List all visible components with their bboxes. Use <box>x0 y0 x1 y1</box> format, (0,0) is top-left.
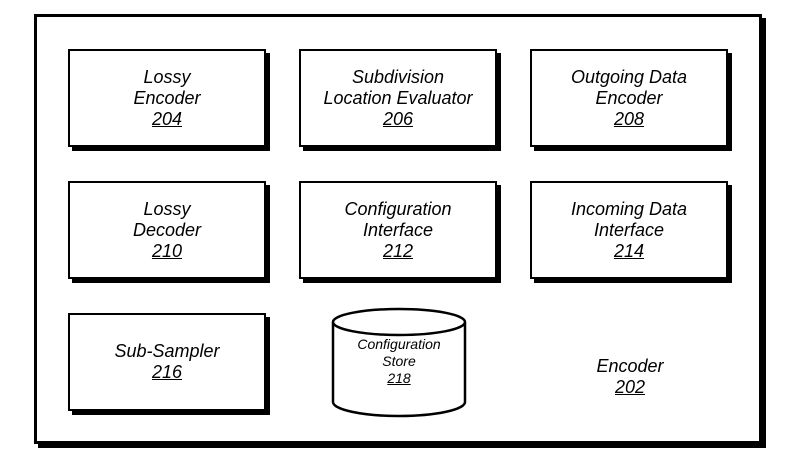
block-label-line2: Location Evaluator <box>323 87 473 108</box>
block-label-line1: Sub-Sampler <box>114 341 220 361</box>
encoder-label: Encoder 202 <box>560 356 700 398</box>
configuration-store-cylinder: Configuration Store 218 <box>330 306 468 420</box>
block-ref-number: 204 <box>151 108 183 129</box>
block-label-line2: Encoder <box>595 87 663 108</box>
block-label-line1: Incoming Data <box>570 198 688 219</box>
block-ref-number: 212 <box>382 240 414 261</box>
configuration-store-label: Configuration Store 218 <box>330 336 468 387</box>
block-ref-number: 206 <box>382 108 414 129</box>
encoder-ref-number: 202 <box>614 377 646 397</box>
block-label-line1: Outgoing Data <box>570 66 688 87</box>
outgoing-data-encoder-block: Outgoing Data Encoder 208 <box>530 49 728 147</box>
store-label-line1: Configuration <box>357 336 441 352</box>
block-label-line2: Encoder <box>133 87 201 108</box>
block-ref-number: 214 <box>613 240 645 261</box>
sub-sampler-block: Sub-Sampler 216 <box>68 313 266 411</box>
incoming-data-interface-block: Incoming Data Interface 214 <box>530 181 728 279</box>
block-label-line1: Lossy <box>143 66 191 87</box>
block-label-line1: Subdivision <box>351 66 445 87</box>
block-label-line2: Interface <box>362 219 434 240</box>
block-label-line1: Lossy <box>143 198 191 219</box>
block-label-line2: Interface <box>593 219 665 240</box>
encoder-name: Encoder <box>596 356 664 376</box>
block-ref-number: 216 <box>151 362 183 382</box>
lossy-decoder-block: Lossy Decoder 210 <box>68 181 266 279</box>
cylinder-shape-icon <box>331 307 467 418</box>
block-ref-number: 210 <box>151 240 183 261</box>
block-ref-number: 208 <box>613 108 645 129</box>
configuration-interface-block: Configuration Interface 212 <box>299 181 497 279</box>
store-label-line2: Store <box>382 353 416 369</box>
lossy-encoder-block: Lossy Encoder 204 <box>68 49 266 147</box>
block-label-line2: Decoder <box>132 219 202 240</box>
store-ref-number: 218 <box>387 370 411 386</box>
subdivision-location-evaluator-block: Subdivision Location Evaluator 206 <box>299 49 497 147</box>
block-label-line1: Configuration <box>344 198 452 219</box>
